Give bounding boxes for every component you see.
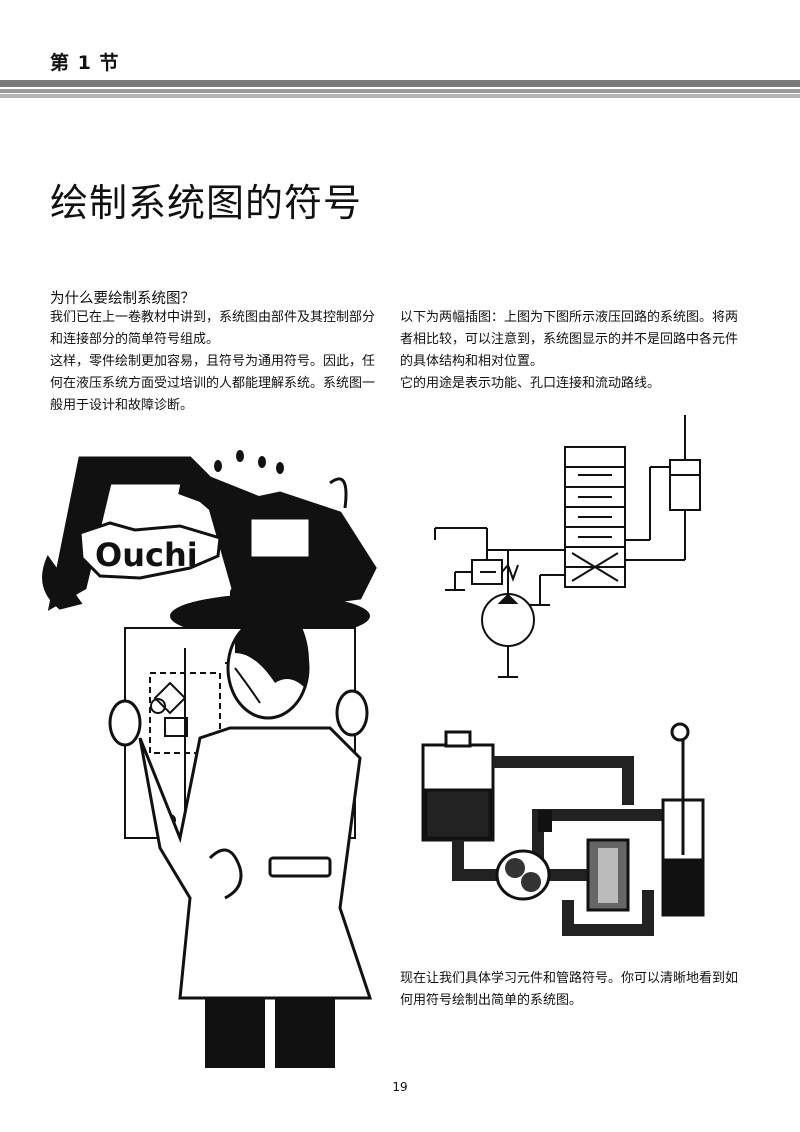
right-hand bbox=[335, 689, 369, 737]
ouchi-burst: Ouchi bbox=[78, 521, 222, 580]
closing-paragraph: 现在让我们具体学习元件和管路符号。你可以清晰地看到如何用符号绘制出简单的系统图。 bbox=[400, 971, 739, 1008]
left-hand bbox=[108, 699, 142, 747]
hydraulic-circuit-cutaway bbox=[421, 722, 705, 936]
header-rule bbox=[0, 80, 800, 98]
intro-left-paragraph: 这样，零件绘制更加容易，且符号为通用符号。因此，任何在液压系统方面受过培训的人都… bbox=[50, 354, 376, 413]
intro-question: 为什么要绘制系统图？ bbox=[50, 291, 195, 307]
cartoon-illustration: Ouchi bbox=[42, 450, 377, 1068]
sweat-drops bbox=[214, 450, 284, 474]
spool-valve bbox=[586, 838, 630, 912]
check-valve bbox=[538, 810, 552, 832]
section-label: 第 1 节 bbox=[50, 52, 120, 74]
hydraulic-cylinder bbox=[669, 459, 701, 511]
ouchi-text: Ouchi bbox=[95, 536, 198, 574]
intro-right-paragraph: 以下为两幅插图：上图为下图所示液压回路的系统图。将两者相比较，可以注意到，系统图… bbox=[400, 310, 739, 369]
engineer-legs bbox=[205, 998, 335, 1068]
engineer-head bbox=[226, 615, 310, 720]
intro-right-paragraph: 它的用途是表示功能、孔口连接和流动路线。 bbox=[400, 376, 661, 391]
directional-valve bbox=[564, 446, 626, 588]
lab-coat bbox=[138, 726, 373, 1000]
intro-left-paragraph: 我们已在上一卷教材中讲到，系统图由部件及其控制部分和连接部分的简单符号组成。 bbox=[50, 310, 376, 347]
reservoir-tank bbox=[421, 730, 495, 842]
hydraulic-schematic-diagram bbox=[434, 415, 701, 678]
gear-pump bbox=[495, 849, 551, 901]
page-title: 绘制系统图的符号 bbox=[50, 181, 363, 225]
tractor-cab bbox=[208, 477, 377, 615]
intro-left-column: 我们已在上一卷教材中讲到，系统图由部件及其控制部分和连接部分的简单符号组成。 这… bbox=[50, 307, 385, 417]
page-number: 19 bbox=[392, 1080, 408, 1094]
intro-right-column: 以下为两幅插图：上图为下图所示液压回路的系统图。将两者相比较，可以注意到，系统图… bbox=[400, 307, 745, 395]
cutaway-cylinder bbox=[661, 722, 705, 917]
